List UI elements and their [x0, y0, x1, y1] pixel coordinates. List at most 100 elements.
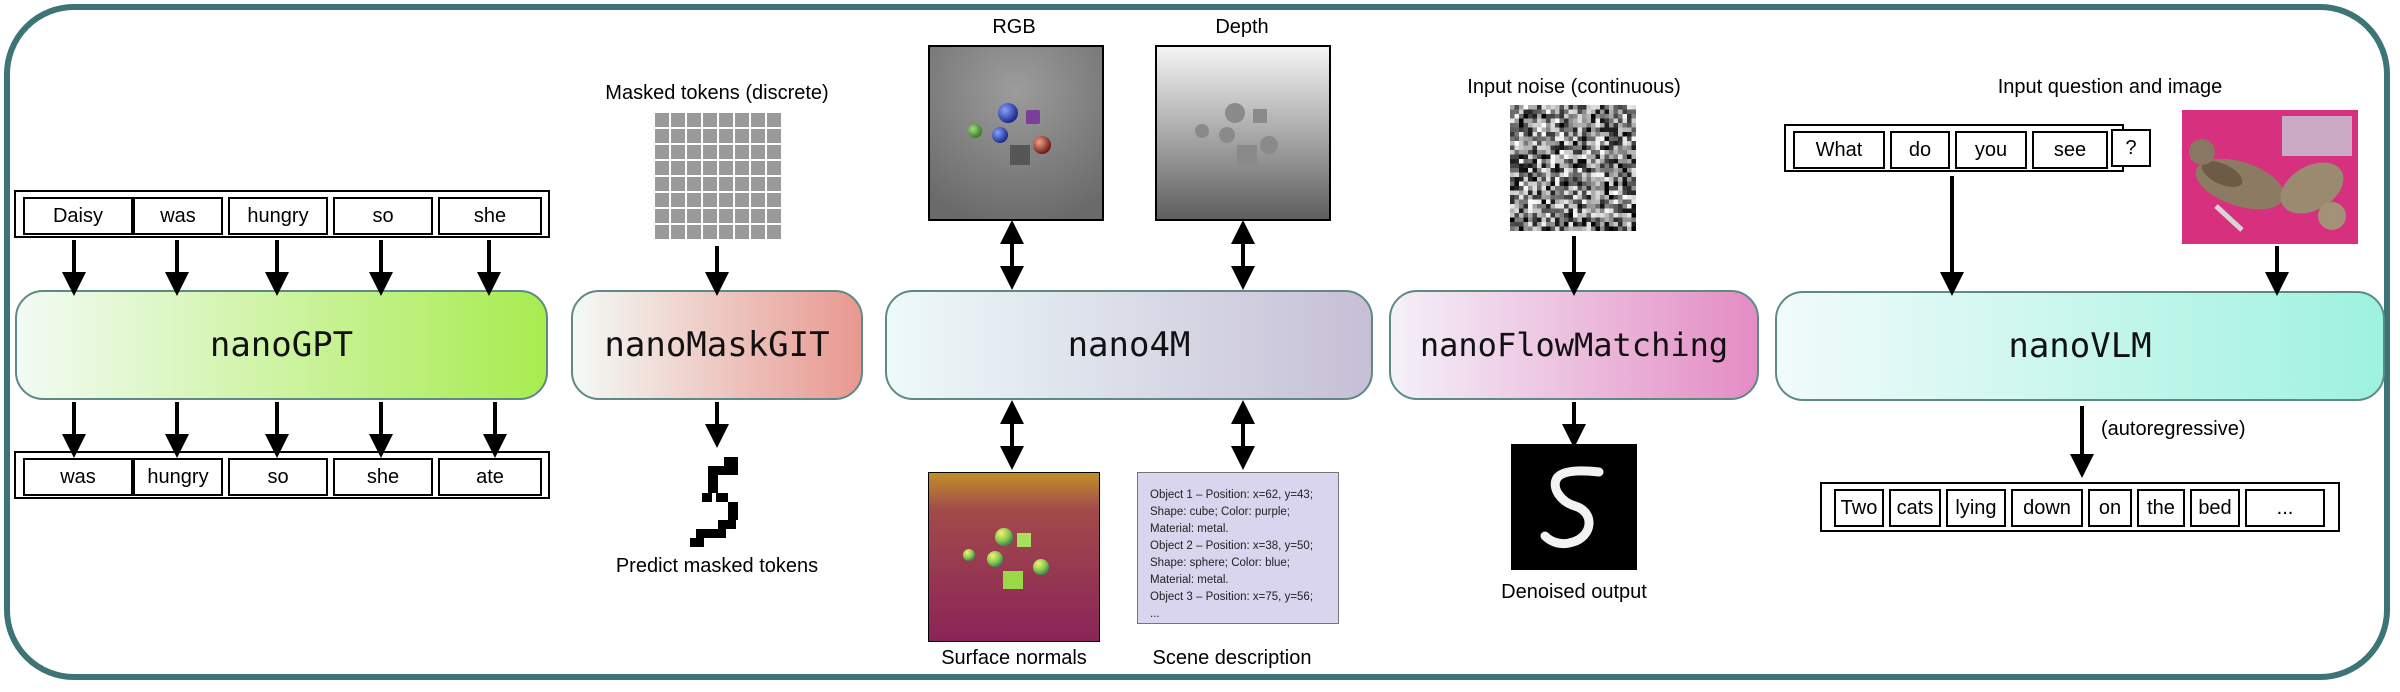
noise-pixel [1546, 208, 1551, 214]
noise-pixel [1564, 226, 1569, 231]
token: was [133, 197, 223, 235]
noise-pixel [1541, 141, 1547, 146]
noise-pixel [1537, 208, 1542, 214]
token: ? [2111, 129, 2151, 167]
noise-pixel [1622, 145, 1628, 151]
noise-pixel [1510, 109, 1515, 115]
noise-pixel [1519, 168, 1524, 173]
noise-pixel [1600, 105, 1605, 110]
noise-pixel [1577, 159, 1583, 164]
noise-pixel [1514, 127, 1520, 133]
noise-pixel [1582, 190, 1587, 196]
noise-pixel [1523, 114, 1529, 119]
noise-pixel [1586, 217, 1592, 223]
noise-pixel [1532, 177, 1538, 182]
noise-pixel [1541, 163, 1547, 169]
flow-output-label: Denoised output [1501, 581, 1647, 603]
noise-pixel [1555, 199, 1560, 205]
noise-pixel [1523, 123, 1529, 128]
masked-token-cell [687, 113, 701, 127]
noise-pixel [1586, 105, 1592, 110]
noise-pixel [1541, 204, 1547, 209]
noise-pixel [1627, 181, 1632, 187]
noise-pixel [1546, 118, 1551, 124]
noise-pixel [1532, 217, 1538, 223]
noise-pixel [1604, 145, 1610, 151]
noise-pixel [1550, 136, 1556, 142]
noise-pixel [1618, 213, 1623, 218]
noise-pixel [1510, 105, 1515, 110]
noise-pixel [1568, 168, 1574, 173]
noise-pixel [1613, 172, 1619, 178]
noise-pixel [1559, 217, 1565, 223]
noise-pixel [1586, 208, 1592, 214]
noise-pixel [1622, 154, 1628, 160]
token: What [1793, 131, 1885, 169]
noise-pixel [1631, 114, 1636, 119]
noise-pixel [1591, 195, 1596, 200]
noise-pixel [1519, 181, 1524, 187]
noise-pixel [1537, 136, 1542, 142]
noise-pixel [1523, 154, 1529, 160]
noise-pixel [1631, 109, 1636, 115]
noise-pixel [1591, 163, 1596, 169]
noise-pixel [1523, 172, 1529, 178]
noise-pixel [1555, 177, 1560, 182]
noise-pixel [1514, 141, 1520, 146]
noise-pixel [1523, 222, 1529, 227]
noise-pixel [1546, 109, 1551, 115]
masked-token-cell [719, 113, 733, 127]
noise-pixel [1586, 168, 1592, 173]
noise-pixel [1573, 208, 1578, 214]
noise-pixel [1613, 226, 1619, 231]
noise-pixel [1514, 217, 1520, 223]
masked-token-cell [767, 145, 781, 159]
noise-pixel [1595, 132, 1601, 137]
noise-pixel [1609, 118, 1614, 124]
noise-pixel [1559, 204, 1565, 209]
noise-pixel [1568, 208, 1574, 214]
noise-pixel [1631, 141, 1636, 146]
noise-pixel [1604, 222, 1610, 227]
noise-pixel [1577, 181, 1583, 187]
noise-pixel [1528, 177, 1533, 182]
noise-pixel [1564, 127, 1569, 133]
noise-pixel [1600, 199, 1605, 205]
noise-pixel [1537, 150, 1542, 155]
noise-pixel [1546, 222, 1551, 227]
token: she [333, 458, 433, 496]
noise-pixel [1613, 136, 1619, 142]
masked-token-cell [751, 209, 765, 223]
noise-pixel [1591, 136, 1596, 142]
noise-pixel [1523, 118, 1529, 124]
noise-pixel [1514, 195, 1520, 200]
noise-pixel [1555, 132, 1560, 137]
noise-pixel [1609, 204, 1614, 209]
noise-pixel [1519, 217, 1524, 223]
masked-token-cell [735, 145, 749, 159]
noise-pixel [1627, 109, 1632, 115]
noise-pixel [1519, 208, 1524, 214]
noise-pixel [1573, 154, 1578, 160]
noise-pixel [1568, 217, 1574, 223]
noise-pixel [1622, 127, 1628, 133]
masked-token-cell [687, 145, 701, 159]
noise-pixel [1523, 181, 1529, 187]
noise-pixel [1609, 199, 1614, 205]
noise-pixel [1613, 186, 1619, 191]
token: ... [2245, 489, 2325, 527]
noise-pixel [1627, 208, 1632, 214]
noise-pixel [1582, 114, 1587, 119]
noise-pixel [1528, 132, 1533, 137]
noise-pixel [1546, 136, 1551, 142]
noise-pixel [1609, 145, 1614, 151]
noise-pixel [1609, 114, 1614, 119]
noise-pixel [1537, 127, 1542, 133]
noise-pixel [1523, 136, 1529, 142]
masked-token-cell [671, 177, 685, 191]
noise-pixel [1618, 226, 1623, 231]
noise-pixel [1573, 226, 1578, 231]
vlm-input-label: Input question and image [1997, 76, 2223, 98]
noise-pixel [1573, 150, 1578, 155]
masked-token-cell [719, 177, 733, 191]
